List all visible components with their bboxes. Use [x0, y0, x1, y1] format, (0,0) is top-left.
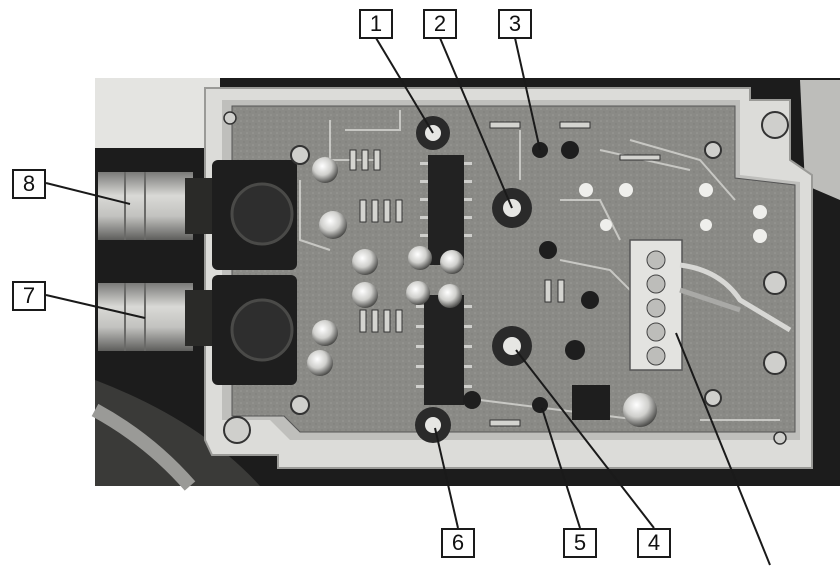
callout-label-4: 4	[637, 528, 671, 558]
callout-label-2: 2	[423, 9, 457, 39]
callout-label-3: 3	[498, 9, 532, 39]
callout-label-6: 6	[441, 528, 475, 558]
callout-label-8: 8	[12, 169, 46, 199]
ic-chip-lower	[424, 295, 464, 405]
leader-line-2	[439, 37, 513, 209]
leader-line-8	[45, 182, 131, 205]
ic-chip-upper	[428, 155, 464, 265]
leader-line-4	[515, 349, 655, 529]
potentiometer-4	[492, 326, 532, 366]
leader-line-9	[675, 332, 771, 566]
leader-line-3	[514, 37, 541, 151]
leader-line-1	[375, 37, 434, 134]
callout-label-7: 7	[12, 281, 46, 311]
leader-lines	[45, 37, 771, 566]
capacitors	[307, 157, 657, 427]
leader-line-6	[434, 427, 459, 529]
potentiometer-6	[415, 407, 451, 443]
callout-label-5: 5	[563, 528, 597, 558]
leader-line-5	[541, 407, 581, 529]
leader-line-7	[45, 294, 146, 319]
screws	[223, 111, 789, 445]
callout-label-1: 1	[359, 9, 393, 39]
